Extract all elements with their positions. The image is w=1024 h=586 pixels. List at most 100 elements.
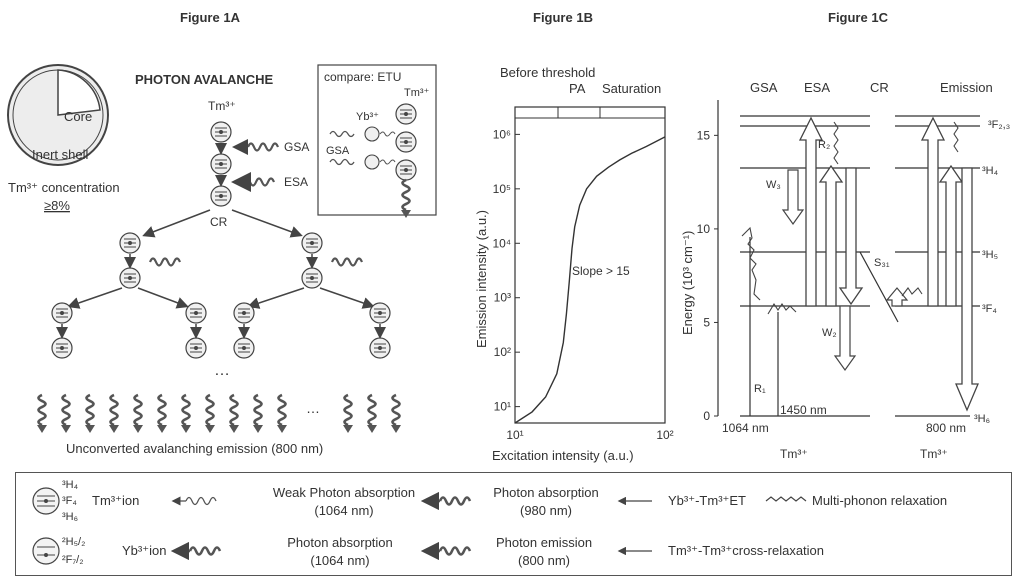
yb-ion-icon <box>364 126 380 142</box>
yb-level-2h52: ²H₅/₂ <box>62 536 85 548</box>
wavelength-1450: 1450 nm <box>780 403 827 417</box>
absorption-1064-icon <box>170 541 222 561</box>
w2-arrow <box>833 305 857 372</box>
emission-curve <box>514 136 666 424</box>
concentration-value: ≥8% <box>44 198 70 213</box>
photon-icon <box>330 257 364 267</box>
level-3f4: ³F₄ <box>982 303 997 315</box>
core-label: Core <box>64 109 92 124</box>
compare-title: compare: ETU <box>324 70 401 84</box>
continuation-dots: … <box>214 362 230 379</box>
absorption-980-wavelength: (980 nm) <box>520 503 572 518</box>
absorption-1064-wavelength: (1064 nm) <box>310 553 369 568</box>
slope-label: Slope > 15 <box>572 264 630 278</box>
emission-waves <box>35 393 403 435</box>
tm-ion-icon <box>233 302 255 324</box>
emission-ellipsis: … <box>306 400 320 416</box>
x-axis-label: Excitation intensity (a.u.) <box>492 448 634 463</box>
level-3h6: ³H₆ <box>974 413 990 425</box>
wavelength-800: 800 nm <box>926 421 966 435</box>
region-saturation-label: Saturation <box>602 81 661 96</box>
tm-ion-legend-icon <box>32 487 60 515</box>
y-tick-label: 10⁵ <box>493 182 511 196</box>
tm-ion-icon <box>369 302 391 324</box>
emission-800-icon <box>420 541 472 561</box>
yb-ion-label: Yb³⁺ion <box>122 543 166 558</box>
tm-ion-icon <box>369 337 391 359</box>
nanoparticle-diagram <box>7 64 109 166</box>
tm-ion-icon <box>119 267 141 289</box>
tm-ion-icon <box>395 131 417 153</box>
rate-r2: R₂ <box>818 139 830 151</box>
y-axis-label: Emission intensity (a.u.) <box>474 210 489 348</box>
tm-ion-icon <box>185 302 207 324</box>
tm-level-3f4: ³F₄ <box>62 495 77 507</box>
weak-photon-icon <box>246 142 280 152</box>
gsa-label: GSA <box>284 140 309 154</box>
figure-1a-diagram: Core Inert shell Tm³⁺ concentration ≥8% … <box>7 64 437 456</box>
emission-up-arrow-2 <box>938 164 964 307</box>
x-tick-label: 10² <box>656 428 673 442</box>
tm-ion-icon <box>51 302 73 324</box>
emission-800-wavelength: (800 nm) <box>518 553 570 568</box>
energy-axis-label: Energy (10³ cm⁻¹) <box>680 231 695 335</box>
ion-label-right: Tm³⁺ <box>920 447 948 461</box>
photon-icon <box>242 177 276 187</box>
esa-label: ESA <box>284 175 308 189</box>
level-3h4: ³H₄ <box>982 165 999 177</box>
y-tick-label: 10⁴ <box>492 236 511 250</box>
tm-ion-icon <box>301 232 323 254</box>
cr-up-arrow <box>885 287 909 307</box>
rate-s31: S₃₁ <box>874 257 890 269</box>
tm-ion-icon <box>210 121 232 143</box>
absorption-980-label: Photon absorption <box>493 485 599 500</box>
esa-column-label: ESA <box>804 80 830 95</box>
tm-ion-icon <box>395 159 417 181</box>
esa-arrow-2 <box>818 164 844 307</box>
legend-box: ³H₄ ³F₄ ³H₆ Tm³⁺ion ²H₅/₂ ²F₇/₂ Yb³⁺ion … <box>15 472 1012 576</box>
rate-w2: W₂ <box>822 327 837 339</box>
rate-w3: W₃ <box>766 179 781 191</box>
weak-absorption-icon <box>171 496 217 506</box>
region-before-label: Before threshold <box>500 65 595 80</box>
weak-absorption-label: Weak Photon absorption <box>273 485 415 500</box>
level-3h5: ³H₅ <box>982 249 998 261</box>
tm-ion-icon <box>185 337 207 359</box>
emission-caption: Unconverted avalanching emission (800 nm… <box>66 441 323 456</box>
absorption-980-icon <box>420 491 472 511</box>
region-pa-label: PA <box>569 81 586 96</box>
tm-ion-icon <box>233 337 255 359</box>
ion-label-left: Tm³⁺ <box>780 447 808 461</box>
wavelength-1064: 1064 nm <box>722 421 769 435</box>
yb-tm-et-label: Yb³⁺-Tm³⁺ET <box>668 493 746 508</box>
w3-arrow <box>781 169 805 226</box>
figure-1b-chart: Before threshold PA Saturation 10¹ 10² 10³… <box>474 65 674 463</box>
cross-relaxation-label: Tm³⁺-Tm³⁺cross-relaxation <box>668 543 824 558</box>
photon-icon <box>148 257 182 267</box>
multiphonon-label: Multi-phonon relaxation <box>812 493 947 508</box>
weak-absorption-wavelength: (1064 nm) <box>314 503 373 518</box>
compare-yb-label: Yb³⁺ <box>356 111 379 123</box>
yb-level-2f72: ²F₇/₂ <box>62 554 84 566</box>
energy-tick-label: 10 <box>697 222 711 236</box>
cr-label: CR <box>210 215 228 229</box>
y-tick-label: 10¹ <box>494 400 511 414</box>
photon-avalanche-heading: PHOTON AVALANCHE <box>135 72 274 87</box>
level-3f23: ³F₂,₃ <box>988 119 1010 131</box>
multiphonon-icon <box>765 496 807 502</box>
tm-ion-icon <box>119 232 141 254</box>
emission-800-label: Photon emission <box>496 535 592 550</box>
tm-level-3h4: ³H₄ <box>62 479 79 491</box>
emission-up-arrow-1 <box>920 116 946 307</box>
shell-label: Inert shell <box>32 147 88 162</box>
concentration-label: Tm³⁺ concentration <box>8 180 120 195</box>
tm-ion-icon <box>51 337 73 359</box>
y-tick-label: 10³ <box>494 291 511 305</box>
cr-column-label: CR <box>870 80 889 95</box>
tm-level-3h6: ³H₆ <box>62 511 78 523</box>
cr-down-arrow <box>838 167 864 306</box>
tm-ion-icon <box>301 267 323 289</box>
rate-r1: R₁ <box>754 383 766 395</box>
y-tick-label: 10⁶ <box>493 127 511 141</box>
